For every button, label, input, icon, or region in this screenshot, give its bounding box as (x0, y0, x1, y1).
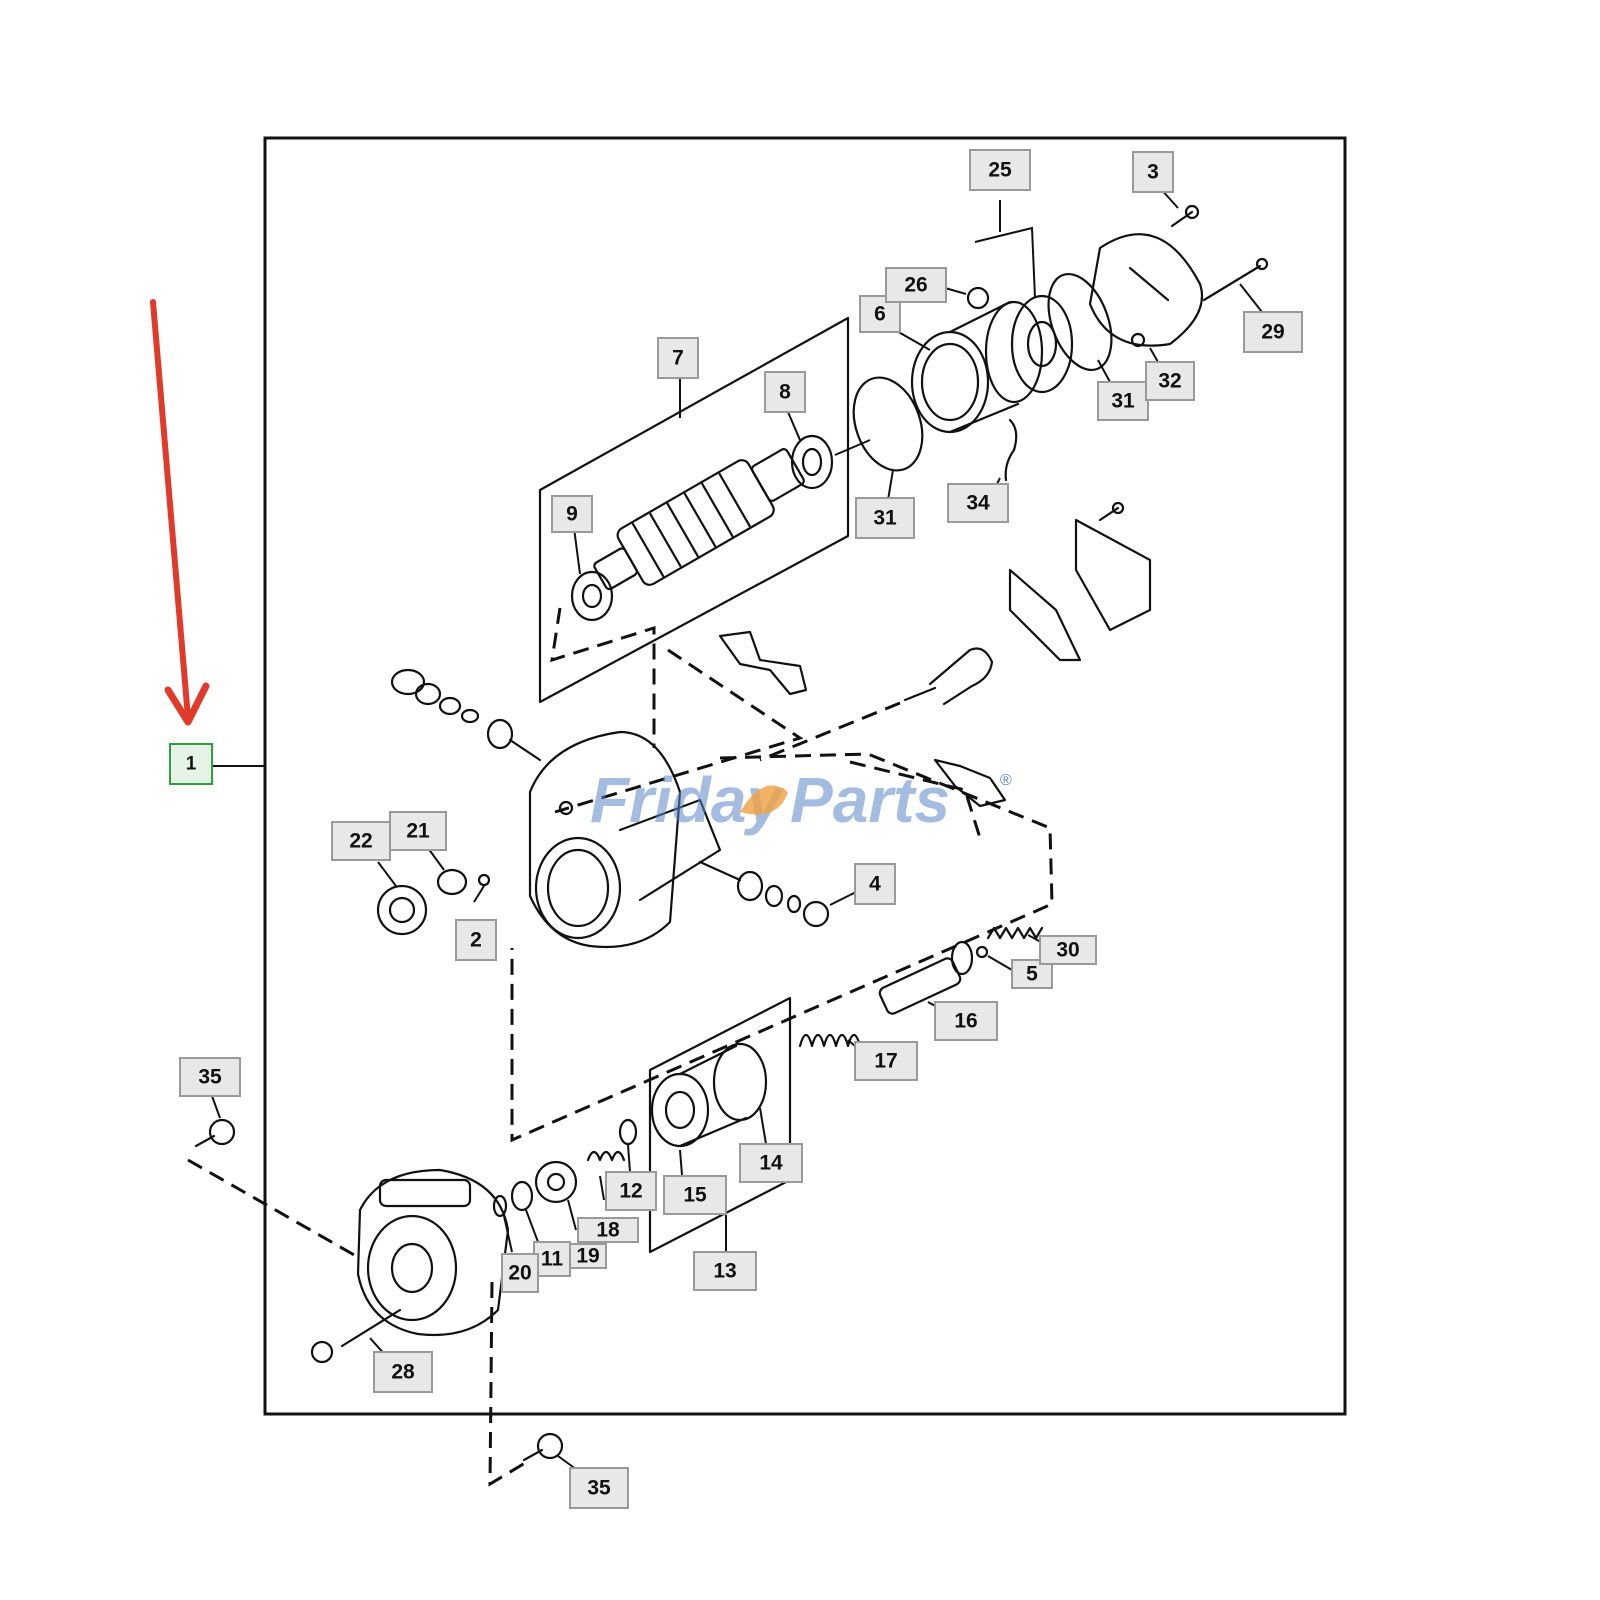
svg-text:1: 1 (186, 754, 197, 775)
svg-text:18: 18 (596, 1219, 620, 1242)
callout-2[interactable]: 2 (455, 919, 497, 961)
brush-holder (1010, 294, 1074, 394)
svg-text:35: 35 (587, 1477, 611, 1500)
callout-18[interactable]: 18 (577, 1217, 639, 1243)
svg-text:28: 28 (391, 1361, 415, 1384)
callout-26[interactable]: 26 (885, 267, 947, 303)
svg-text:30: 30 (1056, 939, 1079, 962)
callout-16[interactable]: 16 (934, 1001, 998, 1041)
callout-31-lower[interactable]: 31 (855, 497, 915, 539)
svg-text:4: 4 (869, 873, 881, 896)
svg-text:13: 13 (713, 1260, 736, 1283)
callout-25[interactable]: 25 (969, 149, 1031, 191)
contact-plate (718, 630, 808, 696)
callout-11[interactable]: 11 (533, 1241, 571, 1277)
overrunning-clutch (650, 1042, 768, 1148)
svg-text:14: 14 (759, 1152, 783, 1175)
callout-35-lower[interactable]: 35 (569, 1467, 629, 1509)
callout-28[interactable]: 28 (373, 1351, 433, 1393)
callout-1[interactable]: 1 (169, 743, 213, 785)
svg-text:11: 11 (541, 1248, 564, 1271)
svg-text:19: 19 (576, 1245, 599, 1268)
svg-text:35: 35 (198, 1066, 222, 1089)
svg-text:31: 31 (1111, 390, 1135, 413)
svg-text:20: 20 (508, 1262, 531, 1285)
svg-text:®: ® (1000, 772, 1012, 789)
svg-text:25: 25 (988, 159, 1012, 182)
gasket (1008, 568, 1082, 662)
pinion-shaft (878, 940, 974, 1015)
o-ring-right (1047, 272, 1113, 372)
callout-22[interactable]: 22 (331, 821, 391, 861)
svg-text:17: 17 (874, 1050, 897, 1073)
plunger (903, 647, 994, 706)
svg-text:3: 3 (1147, 161, 1159, 184)
rear-cover (1088, 233, 1204, 348)
svg-text:5: 5 (1026, 963, 1038, 986)
spring-30 (986, 926, 1044, 940)
svg-text:21: 21 (406, 820, 430, 843)
pinion-gear (376, 884, 428, 936)
drive-housing (528, 730, 722, 949)
spring-17 (798, 1033, 862, 1048)
svg-text:6: 6 (874, 303, 886, 326)
svg-text:34: 34 (966, 492, 990, 515)
svg-text:32: 32 (1158, 370, 1181, 393)
svg-text:9: 9 (566, 503, 578, 526)
callout-14[interactable]: 14 (739, 1143, 803, 1183)
callout-17[interactable]: 17 (854, 1041, 918, 1081)
callout-21[interactable]: 21 (389, 811, 447, 851)
svg-text:31: 31 (873, 507, 897, 530)
pinion-gear-parts (390, 668, 542, 762)
terminal-plate (933, 758, 1007, 808)
callout-34[interactable]: 34 (947, 483, 1009, 523)
svg-text:26: 26 (904, 274, 927, 297)
callout-35-upper[interactable]: 35 (179, 1057, 241, 1097)
callout-4[interactable]: 4 (854, 863, 896, 905)
callout-32[interactable]: 32 (1145, 361, 1195, 401)
gear-19 (534, 1160, 578, 1204)
callout-15[interactable]: 15 (663, 1175, 727, 1215)
callout-19[interactable]: 19 (569, 1243, 607, 1269)
indicator-arrow (150, 299, 210, 726)
solenoid-cover (1074, 518, 1152, 632)
svg-text:15: 15 (683, 1184, 707, 1207)
watermark: Friday Parts ® (590, 764, 1012, 836)
armature-assembly (538, 316, 871, 704)
callout-7[interactable]: 7 (657, 337, 699, 379)
callout-20[interactable]: 20 (501, 1253, 539, 1293)
svg-text:22: 22 (349, 830, 372, 853)
watermark-swoosh-icon (740, 785, 788, 815)
bolt-4 (698, 860, 830, 928)
callout-12[interactable]: 12 (605, 1171, 657, 1211)
callout-31-upper[interactable]: 31 (1097, 381, 1149, 421)
callout-30[interactable]: 30 (1039, 935, 1097, 965)
svg-text:29: 29 (1261, 321, 1284, 344)
front-housing (356, 1168, 510, 1337)
svg-text:2: 2 (470, 929, 482, 952)
svg-text:7: 7 (672, 347, 684, 370)
svg-text:16: 16 (954, 1010, 977, 1033)
svg-text:12: 12 (619, 1180, 642, 1203)
callout-29[interactable]: 29 (1243, 311, 1303, 353)
callout-3[interactable]: 3 (1132, 151, 1174, 193)
svg-text:8: 8 (779, 381, 791, 404)
callout-9[interactable]: 9 (551, 495, 593, 533)
callout-8[interactable]: 8 (764, 371, 806, 413)
yoke (910, 300, 1044, 482)
callout-13[interactable]: 13 (693, 1251, 757, 1291)
svg-text:Parts: Parts (790, 764, 950, 836)
o-ring-left (852, 376, 924, 472)
assembly-frame (263, 136, 1347, 1416)
